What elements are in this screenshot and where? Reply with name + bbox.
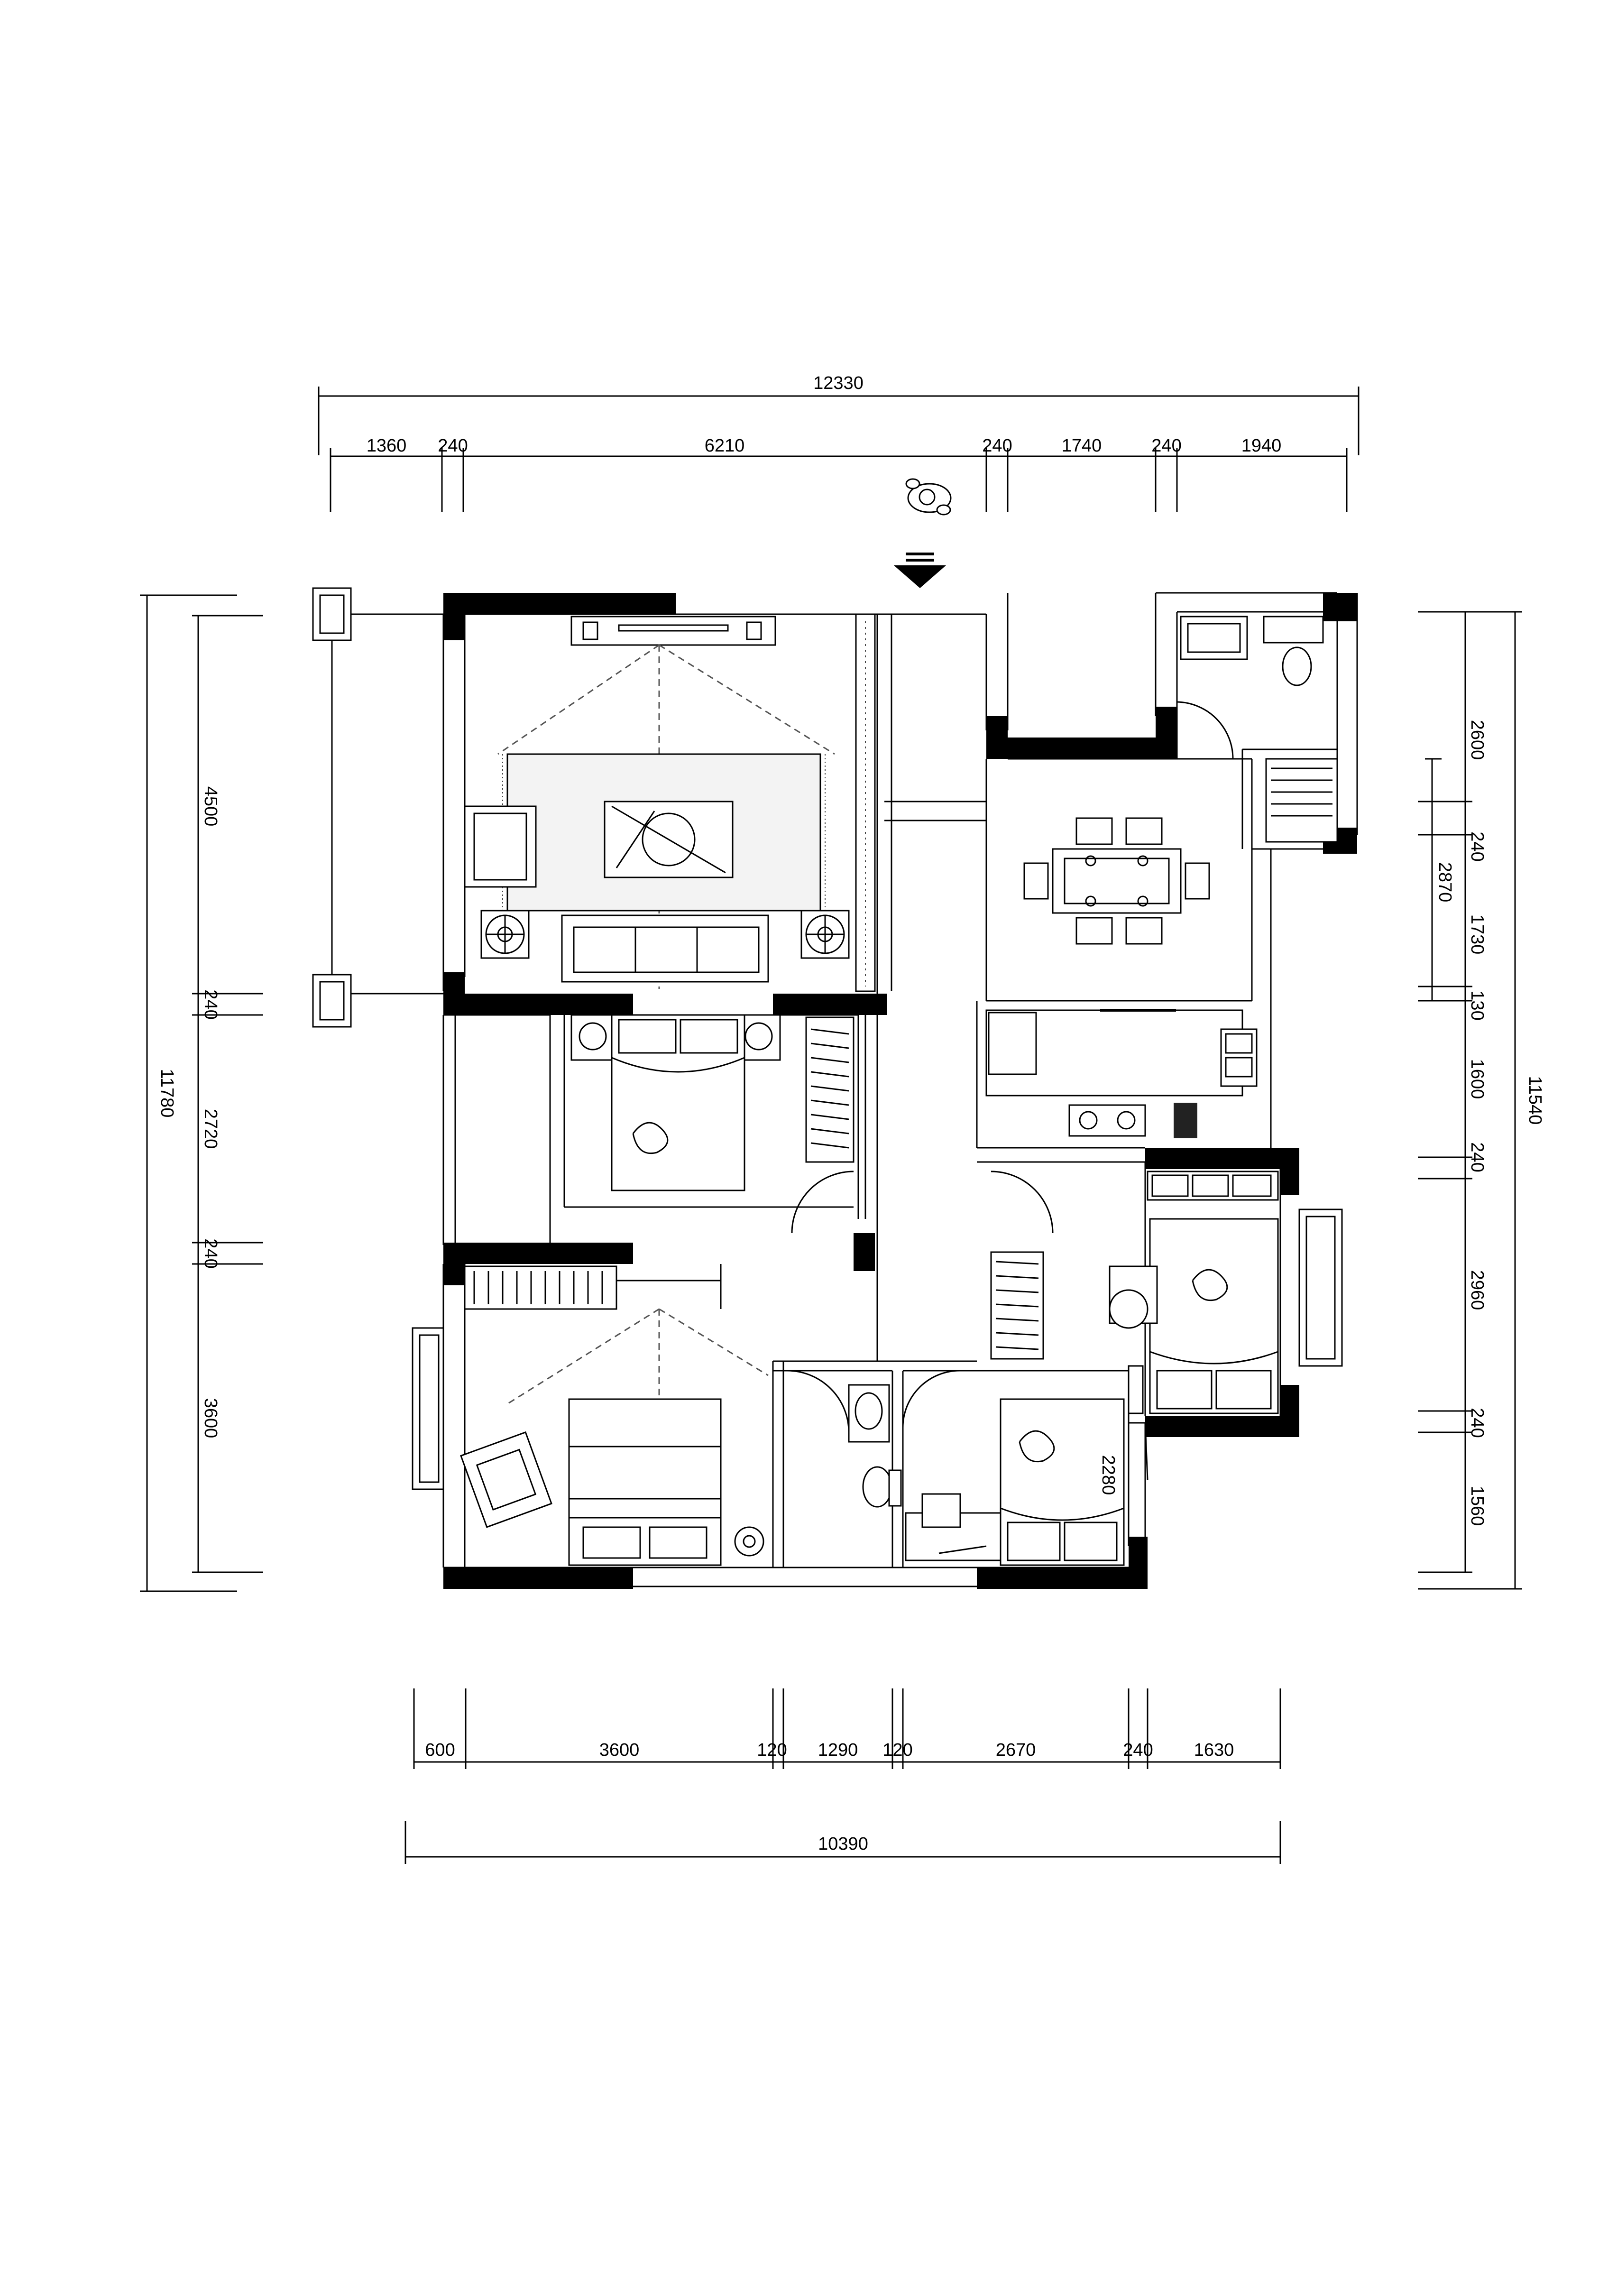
- dimension-bottom: 600 3600 120 1290 120 2670 240 1630 1039…: [404, 1688, 1281, 1864]
- dim-left-4: 240: [201, 1238, 221, 1268]
- dim-top-2: 240: [438, 436, 468, 456]
- sofa: [561, 914, 769, 983]
- dim-right-1: 2600: [1467, 720, 1487, 760]
- dim-left-5: 3600: [201, 1398, 221, 1438]
- dim-right-7: 2960: [1467, 1270, 1487, 1310]
- dim-inner-2280: 2280: [1098, 1455, 1118, 1495]
- kitchen-counter: [985, 1009, 1258, 1138]
- entry-arrow-icon: [894, 553, 946, 588]
- dim-right-overall: 11540: [1525, 1076, 1545, 1125]
- dim-top-overall: 12330: [813, 373, 864, 393]
- solid-walls: [443, 593, 1357, 1589]
- dim-right-5: 1600: [1467, 1059, 1487, 1099]
- dim-right-inner: 2870: [1435, 862, 1455, 903]
- dim-left-2: 240: [201, 989, 221, 1019]
- dim-bottom-7: 240: [1123, 1740, 1153, 1760]
- dim-bottom-1: 600: [425, 1740, 455, 1760]
- dim-top-6: 240: [1151, 436, 1181, 456]
- dim-top-5: 1740: [1062, 436, 1102, 456]
- coffee-table: [604, 801, 734, 878]
- dim-right-8: 240: [1467, 1408, 1487, 1438]
- dimension-top: 12330 1360 240 6210 240 1740 240 1940: [318, 373, 1360, 512]
- bottom-left-bedroom: [460, 1265, 850, 1566]
- dim-bottom-5: 120: [882, 1740, 912, 1760]
- dim-bottom-8: 1630: [1194, 1740, 1234, 1760]
- master-bedroom: [990, 1171, 1279, 1414]
- bottom-right-bedroom: 2280: [905, 1398, 1125, 1566]
- dim-bottom-4: 1290: [818, 1740, 858, 1760]
- armchair: [464, 805, 537, 888]
- dim-top-4: 240: [982, 436, 1012, 456]
- partition-screen: [855, 613, 876, 992]
- tv-cabinet: [570, 616, 776, 646]
- bath-top-right: [1176, 616, 1338, 843]
- dimension-right: 11540 2600 240 1730 130 1600 240 2960 24…: [1418, 611, 1545, 1590]
- side-table-lamp-right: [800, 910, 850, 959]
- middle-bedroom-bed: [570, 1014, 781, 1191]
- dim-right-2: 240: [1467, 831, 1487, 861]
- middle-bedroom-wardrobe: [791, 1016, 855, 1234]
- dim-right-4: 130: [1467, 990, 1487, 1020]
- dim-right-6: 240: [1467, 1142, 1487, 1172]
- dim-right-9: 1560: [1467, 1486, 1487, 1526]
- dim-top-3: 6210: [705, 436, 745, 456]
- dim-left-1: 4500: [201, 786, 221, 827]
- dim-left-3: 2720: [201, 1109, 221, 1149]
- dim-bottom-6: 2670: [996, 1740, 1036, 1760]
- dimension-left: 11780 4500 240 2720 240 3600: [140, 594, 263, 1592]
- dim-left-overall: 11780: [157, 1069, 177, 1118]
- dim-right-3: 1730: [1467, 914, 1487, 955]
- dim-bottom-2: 3600: [599, 1740, 640, 1760]
- dim-bottom-3: 120: [757, 1740, 787, 1760]
- bottom-bathroom: [848, 1370, 960, 1508]
- dining-table-set: [1023, 817, 1210, 945]
- dim-bottom-overall: 10390: [818, 1834, 868, 1854]
- dim-top-7: 1940: [1241, 436, 1282, 456]
- person-topview-icon: [905, 478, 952, 516]
- dim-top-1: 1360: [367, 436, 407, 456]
- side-table-lamp-left: [480, 910, 530, 959]
